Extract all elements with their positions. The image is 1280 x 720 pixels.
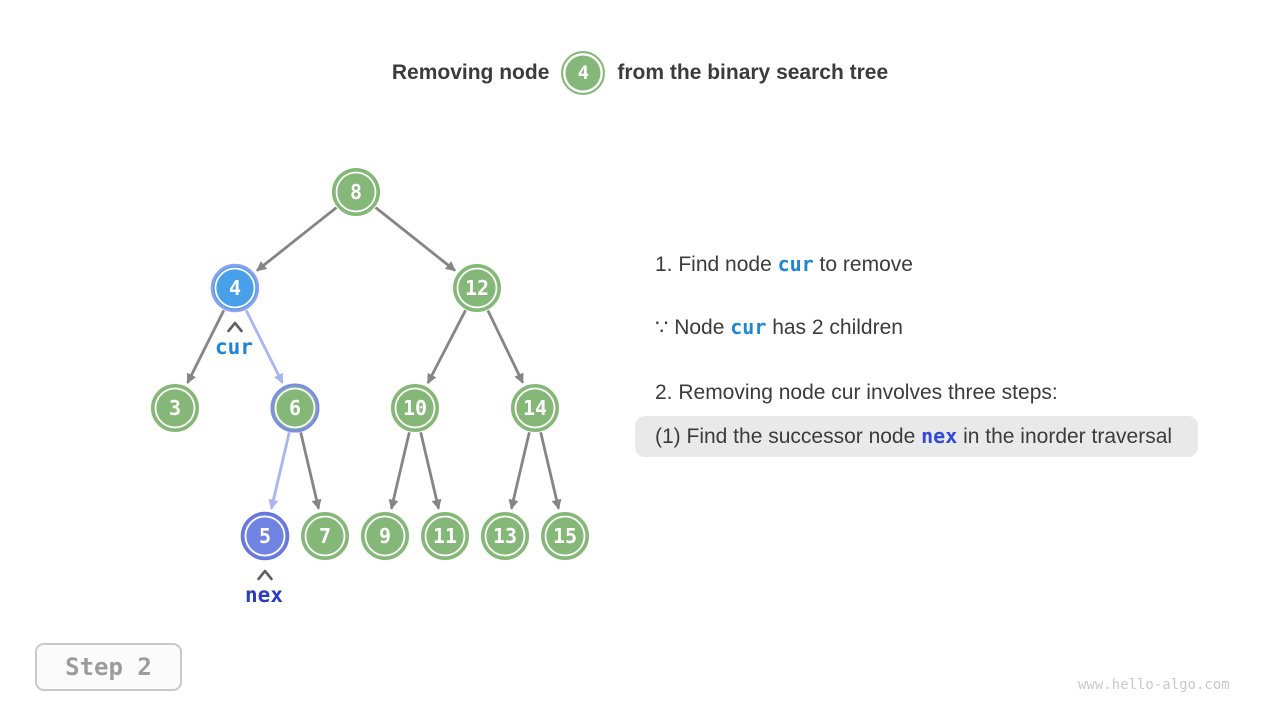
note-text: 2. Removing node cur involves three step…: [655, 381, 1058, 404]
note-line-highlighted: (1) Find the successor node nex in the i…: [635, 416, 1199, 457]
watermark: www.hello-algo.com: [1078, 677, 1230, 693]
tree-edge: [256, 206, 338, 272]
tree-node-15: 15: [541, 512, 589, 560]
caret-up-icon: [227, 321, 243, 333]
title-node-circle: 4: [561, 51, 606, 95]
tree-node-value: 12: [465, 276, 489, 300]
tree-node-value: 4: [229, 276, 241, 300]
note-keyword-nex: nex: [921, 424, 958, 448]
note-line-3: 2. Removing node cur involves three step…: [655, 381, 1280, 405]
tree-edge: [299, 432, 322, 510]
tree-edge: [426, 309, 467, 385]
title-suffix: from the binary search tree: [617, 61, 889, 84]
tree-node-14: 14: [511, 384, 559, 432]
step-badge: Step 2: [35, 643, 182, 691]
tree-node-8: 8: [332, 168, 380, 216]
tree-node-value: 6: [289, 396, 301, 420]
note-line-2: ∵ Node cur has 2 children: [655, 315, 1280, 340]
tree-edge: [508, 432, 531, 510]
pointer-label-nex: nex: [245, 583, 283, 607]
tree-node-4: 4: [210, 263, 260, 313]
tree-edge: [244, 309, 284, 384]
tree-edge: [539, 432, 562, 510]
tree-node-value: 5: [259, 524, 271, 548]
tree-node-7: 7: [301, 512, 349, 560]
tree-edge: [186, 309, 226, 384]
note-text: 1. Find node: [655, 253, 778, 276]
tree-node-12: 12: [453, 264, 501, 312]
tree-edge: [486, 309, 525, 384]
title-prefix: Removing node: [391, 61, 550, 84]
tree-node-value: 7: [319, 524, 331, 548]
caret-up-icon: [257, 569, 273, 581]
title-node-value: 4: [577, 62, 590, 84]
tree-node-value: 8: [350, 180, 362, 204]
note-text: has 2 children: [766, 316, 903, 339]
note-text: ∵ Node: [655, 316, 731, 339]
tree-node-value: 15: [553, 524, 577, 548]
pointer-label-cur: cur: [215, 335, 253, 359]
tree-node-13: 13: [481, 512, 529, 560]
note-text: to remove: [813, 253, 913, 276]
note-keyword-cur: cur: [777, 252, 814, 276]
note-text: in the inorder traversal: [957, 425, 1173, 448]
tree-node-value: 14: [523, 396, 547, 420]
tree-node-value: 13: [493, 524, 517, 548]
note-text: (1) Find the successor node: [655, 425, 922, 448]
tree-node-11: 11: [421, 512, 469, 560]
notes-panel: 1. Find node cur to remove ∵ Node cur ha…: [635, 252, 1280, 495]
tree-edge: [268, 432, 291, 510]
note-line-1: 1. Find node cur to remove: [655, 252, 1280, 277]
tree-edge: [419, 432, 442, 510]
tree-node-value: 11: [433, 524, 457, 548]
tree-edge: [388, 432, 411, 510]
tree-node-5: 5: [240, 511, 290, 561]
note-keyword-cur: cur: [730, 315, 767, 339]
tree-node-3: 3: [151, 384, 199, 432]
tree-edge: [374, 206, 456, 272]
tree-node-value: 10: [403, 396, 427, 420]
tree-node-6: 6: [270, 383, 320, 433]
tree-node-10: 10: [391, 384, 439, 432]
step-badge-label: Step 2: [65, 653, 152, 681]
tree-node-value: 3: [169, 396, 181, 420]
tree-node-value: 9: [379, 524, 391, 548]
tree-node-9: 9: [361, 512, 409, 560]
page-title: Removing node 4 from the binary search t…: [0, 51, 1280, 95]
